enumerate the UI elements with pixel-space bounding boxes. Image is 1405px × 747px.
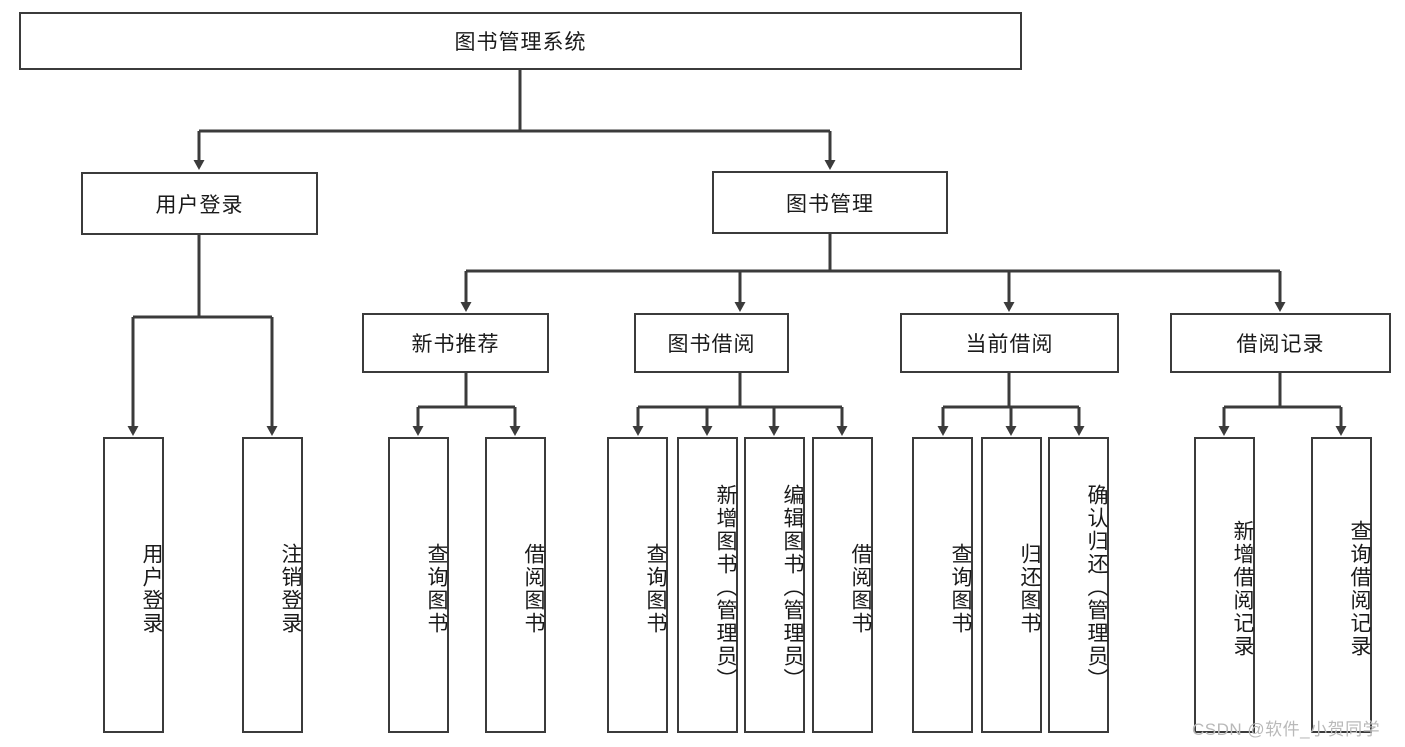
node-current-borrow[interactable]: 当前借阅 <box>900 313 1119 373</box>
leaf-logout[interactable]: 注销登录 <box>242 437 303 733</box>
node-label: 注销登录 <box>279 543 302 635</box>
node-label: 图书管理系统 <box>454 31 587 54</box>
leaf-borrow-book[interactable]: 借阅图书 <box>812 437 873 733</box>
node-book-borrow[interactable]: 图书借阅 <box>634 313 789 373</box>
csdn-watermark: CSDN @软件_小贺同学 <box>1192 720 1381 739</box>
node-label: 借阅记录 <box>1236 333 1325 356</box>
node-label: 借阅图书 <box>849 543 872 635</box>
node-borrow-record[interactable]: 借阅记录 <box>1170 313 1391 373</box>
leaf-borrow-book-recommend[interactable]: 借阅图书 <box>485 437 546 733</box>
node-user-login[interactable]: 用户登录 <box>81 172 318 235</box>
leaf-confirm-return-admin[interactable]: 确认归还（管理员） <box>1048 437 1109 733</box>
leaf-add-borrow-record[interactable]: 新增借阅记录 <box>1194 437 1255 733</box>
node-label: 当前借阅 <box>965 333 1054 356</box>
node-label: 新书推荐 <box>411 333 500 356</box>
node-label: 新增图书（管理员） <box>714 483 737 691</box>
leaf-add-book-admin[interactable]: 新增图书（管理员） <box>677 437 738 733</box>
node-label: 查询借阅记录 <box>1348 520 1371 658</box>
node-new-book-recommend[interactable]: 新书推荐 <box>362 313 549 373</box>
node-label: 图书管理 <box>786 192 874 216</box>
node-label: 查询图书 <box>644 543 667 635</box>
leaf-query-book-borrow[interactable]: 查询图书 <box>607 437 668 733</box>
node-label: 用户登录 <box>155 193 244 217</box>
node-label: 借阅图书 <box>522 543 545 635</box>
node-label: 查询图书 <box>425 543 448 635</box>
node-book-management[interactable]: 图书管理 <box>712 171 948 234</box>
node-root-book-management-system[interactable]: 图书管理系统 <box>19 12 1022 70</box>
leaf-query-borrow-record[interactable]: 查询借阅记录 <box>1311 437 1372 733</box>
leaf-return-book[interactable]: 归还图书 <box>981 437 1042 733</box>
leaf-query-book-recommend[interactable]: 查询图书 <box>388 437 449 733</box>
leaf-edit-book-admin[interactable]: 编辑图书（管理员） <box>744 437 805 733</box>
node-label: 查询图书 <box>949 543 972 635</box>
node-label: 新增借阅记录 <box>1231 520 1254 658</box>
node-label: 用户登录 <box>140 543 163 635</box>
node-label: 图书借阅 <box>667 333 756 356</box>
node-label: 确认归还（管理员） <box>1085 483 1108 691</box>
leaf-user-login[interactable]: 用户登录 <box>103 437 164 733</box>
node-label: 归还图书 <box>1018 543 1041 635</box>
leaf-query-book-current[interactable]: 查询图书 <box>912 437 973 733</box>
node-label: 编辑图书（管理员） <box>781 483 804 691</box>
